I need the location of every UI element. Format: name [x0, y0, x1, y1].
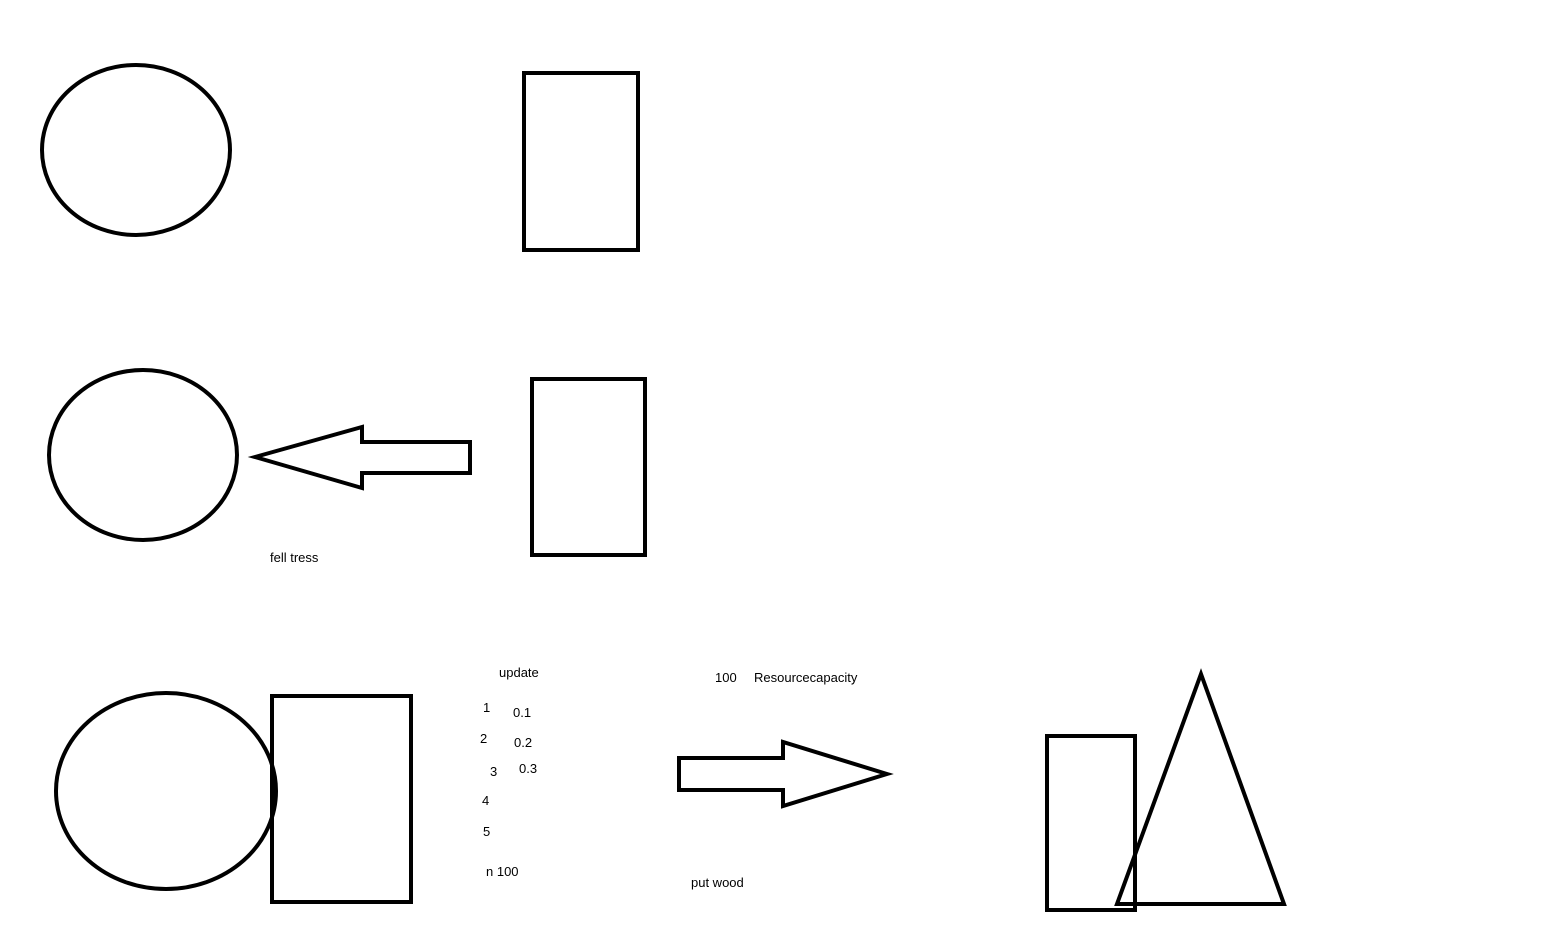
label-resource-capacity: Resourcecapacity [754, 670, 858, 685]
label-number-5: 5 [483, 824, 491, 839]
circle-row1 [40, 63, 232, 237]
storage-rectangle [1045, 734, 1137, 912]
label-number-3: 3 [490, 764, 498, 779]
rectangle-row2 [530, 377, 647, 557]
label-fell-trees: fell tress [270, 550, 319, 565]
circle-row3 [54, 691, 278, 891]
triangle-shape [1114, 668, 1287, 906]
label-put-wood: put wood [691, 875, 744, 890]
label-value-0-2: 0.2 [514, 735, 533, 750]
label-update: update [499, 665, 539, 680]
rectangle-row1 [522, 71, 640, 252]
rectangle-row3 [270, 694, 413, 904]
label-number-2: 2 [480, 731, 488, 746]
label-value-0-1: 0.1 [513, 705, 532, 720]
label-capacity-value: 100 [715, 670, 737, 685]
arrow-right-icon [677, 739, 894, 809]
label-number-1: 1 [483, 700, 491, 715]
label-value-0-3: 0.3 [519, 761, 538, 776]
circle-row2 [47, 368, 239, 542]
label-n-100: n 100 [486, 864, 519, 879]
arrow-left-icon [247, 424, 472, 491]
label-number-4: 4 [482, 793, 490, 808]
